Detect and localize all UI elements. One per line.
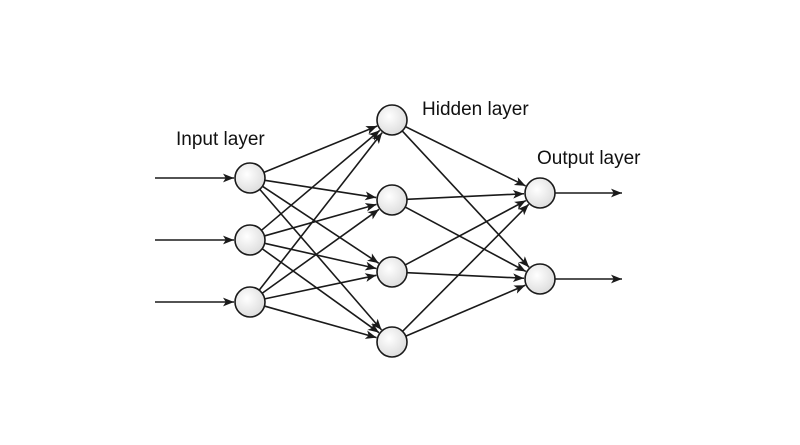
edge-l2-n4-to-n2	[405, 284, 526, 337]
edge-l1-n2-to-n1	[260, 129, 381, 231]
connection-edges	[258, 125, 530, 339]
input-neuron-3	[234, 286, 266, 318]
edge-l1-n3-to-n2	[261, 208, 380, 294]
edge-l1-n2-to-n2	[264, 203, 377, 237]
edge-l2-n3-to-n2	[406, 271, 525, 283]
edge-l2-n3-to-n1	[404, 199, 527, 266]
edge-l1-n1-to-n4	[259, 188, 383, 331]
hidden-neuron-3	[376, 256, 408, 288]
output-layer-label: Output layer	[537, 148, 641, 169]
edge-l1-n1-to-n1	[263, 125, 378, 174]
edge-l1-n3-to-n3	[264, 273, 377, 300]
edge-l2-n2-to-n2	[404, 206, 527, 273]
edge-l2-n2-to-n1	[406, 189, 525, 201]
io-arrows	[155, 173, 622, 307]
edge-l1-n2-to-n4	[261, 248, 380, 334]
neurons	[234, 104, 556, 358]
edge-l1-n3-to-n4	[264, 305, 377, 339]
edge-l2-n4-to-n1	[402, 203, 530, 332]
hidden-layer-label: Hidden layer	[422, 99, 529, 120]
output-neuron-1	[524, 177, 556, 209]
edge-l2-n1-to-n1	[405, 125, 527, 187]
edge-l1-n1-to-n2	[264, 179, 377, 201]
edge-l1-n2-to-n3	[264, 242, 377, 271]
edge-l1-n3-to-n1	[258, 132, 383, 291]
input-neuron-1	[234, 162, 266, 194]
hidden-neuron-1	[376, 104, 408, 136]
hidden-neuron-4	[376, 326, 408, 358]
edge-l2-n1-to-n2	[401, 130, 530, 268]
hidden-neuron-2	[376, 184, 408, 216]
input-layer-label: Input layer	[176, 129, 265, 150]
output-neuron-2	[524, 263, 556, 295]
input-neuron-2	[234, 224, 266, 256]
edge-l1-n1-to-n3	[262, 185, 380, 264]
